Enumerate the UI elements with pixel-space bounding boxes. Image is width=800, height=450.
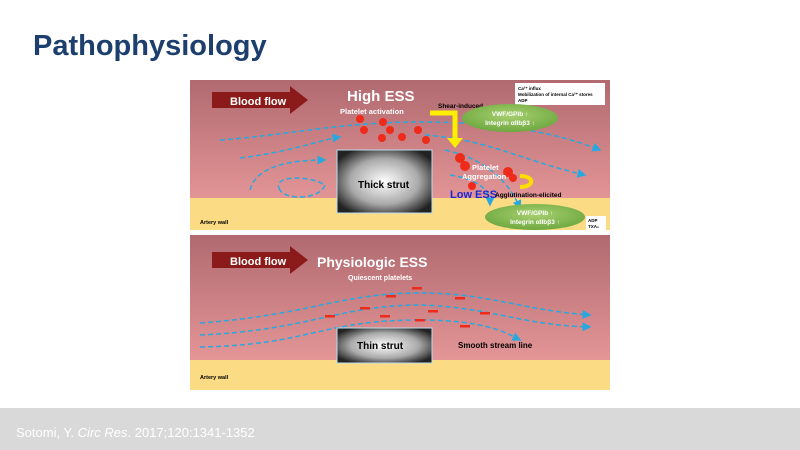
flow-streamlines [199, 292, 592, 348]
physiologic-ess-heading: Physiologic ESS [317, 254, 427, 270]
citation-journal: Circ Res [77, 425, 128, 440]
flow-streamlines [219, 121, 602, 210]
citation: Sotomi, Y. Circ Res. 2017;120:1341-1352 [16, 425, 255, 440]
low-ess-label: Low ESS [450, 189, 497, 201]
thick-strut-label: Thick strut [358, 180, 410, 191]
agglutination-arrow [519, 174, 534, 189]
high-ess-heading: High ESS [347, 88, 415, 105]
smooth-stream-label: Smooth stream line [458, 341, 533, 350]
blood-flow-arrow: Blood flow [212, 246, 308, 274]
blood-flow-arrow: Blood flow [212, 86, 308, 114]
info-line: TXA₂ [588, 224, 599, 229]
quiescent-platelets [325, 287, 490, 328]
top-receptor-ellipse: VWF/GPIb ↑ Integrin αIIbβ3 ↑ [462, 104, 558, 132]
high-ess-panel: Blood flow High ESS Platelet activation … [190, 80, 610, 230]
thin-strut-label: Thin strut [357, 341, 404, 352]
receptor-line: Integrin αIIbβ3 ↑ [510, 219, 560, 226]
blood-flow-label: Blood flow [230, 256, 287, 268]
top-info-box: Ca²⁺ influx Mobilization of internal Ca²… [515, 83, 605, 105]
info-line: ADP [518, 98, 528, 103]
platelet-activation-label: Platelet activation [340, 107, 404, 116]
blood-flow-label: Blood flow [230, 96, 287, 108]
artery-wall-label: Artery wall [200, 220, 229, 226]
shear-arrow [430, 110, 458, 140]
artery-wall-label: Artery wall [200, 375, 229, 381]
pathophysiology-figure: Blood flow High ESS Platelet activation … [190, 80, 610, 390]
physiologic-ess-panel: Blood flow Physiologic ESS Quiescent pla… [190, 235, 610, 390]
info-line: ADP [588, 218, 598, 223]
aggregation-label: Aggregation [462, 172, 507, 181]
footer-bar [0, 408, 800, 450]
activated-platelets [356, 115, 517, 190]
info-line: Ca²⁺ influx [518, 86, 541, 91]
info-line: Mobilization of internal Ca²⁺ stores [518, 92, 593, 97]
shear-induced-label: Shear-induced [438, 103, 483, 110]
receptor-line: Integrin αIIbβ3 ↑ [485, 120, 535, 127]
bottom-receptor-ellipse: VWF/GPIb ↑ Integrin αIIbβ3 ↑ [485, 204, 585, 230]
quiescent-platelets-label: Quiescent platelets [348, 275, 412, 282]
bottom-info-box: ADP TXA₂ [586, 216, 606, 230]
receptor-line: VWF/GPIb ↑ [492, 111, 528, 118]
receptor-line: VWF/GPIb ↑ [517, 210, 553, 217]
citation-details: . 2017;120:1341-1352 [127, 425, 255, 440]
thick-strut [336, 149, 433, 214]
thin-strut [336, 327, 433, 364]
platelet-label: Platelet [472, 163, 499, 172]
slide-title: Pathophysiology [33, 30, 267, 62]
agglutination-label: Agglutination-elicited [495, 192, 561, 199]
citation-author: Sotomi, Y. [16, 425, 78, 440]
